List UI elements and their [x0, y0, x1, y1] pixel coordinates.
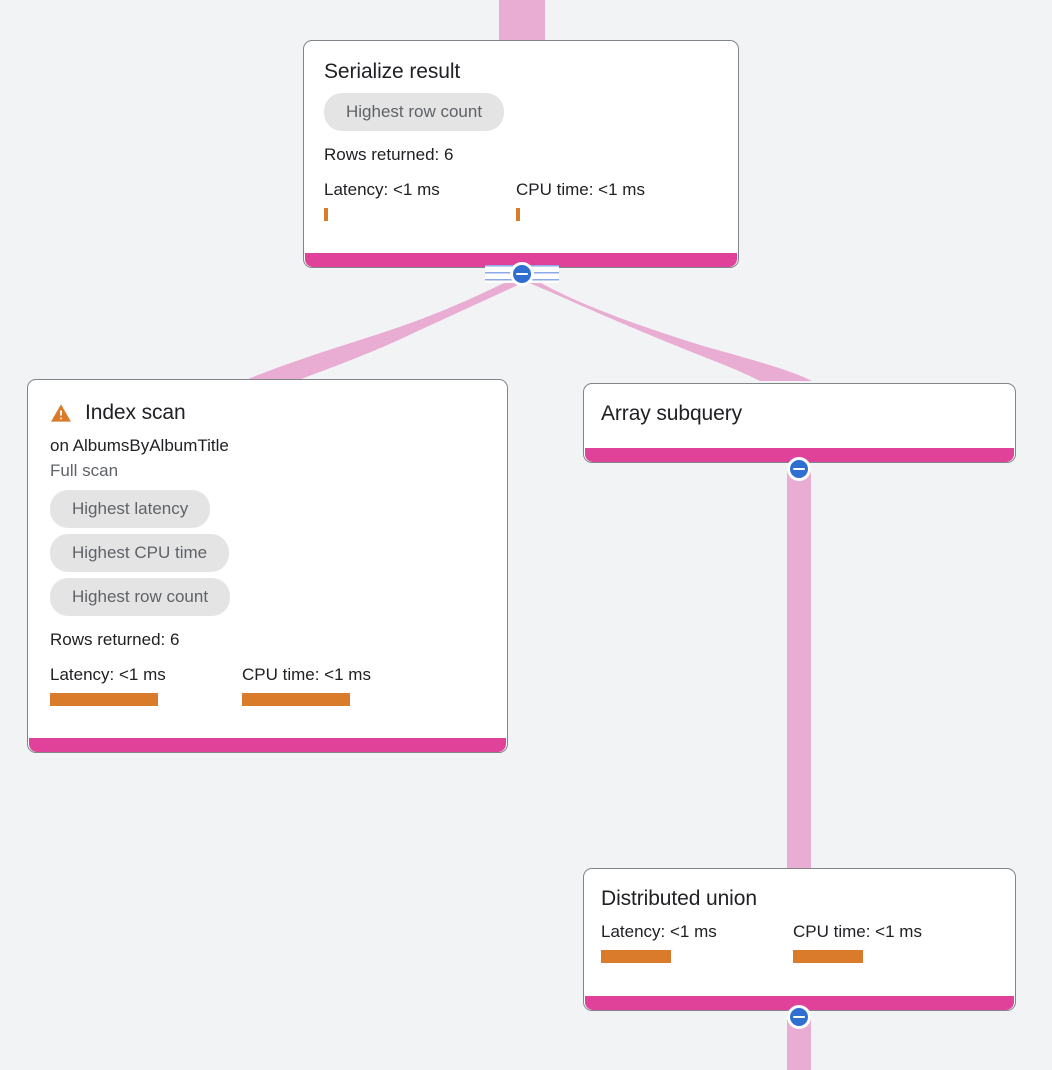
- node-distributed-union-title-row: Distributed union: [601, 886, 995, 912]
- metric-latency-bar: [601, 950, 671, 963]
- node-serialize-result-metrics: Latency: <1 ms CPU time: <1 ms: [324, 180, 718, 221]
- node-serialize-result-badges: Highest row count: [324, 93, 718, 137]
- metric-cpu-time-label: CPU time: <1 ms: [242, 665, 371, 684]
- index-scan-scan-type: Full scan: [50, 461, 119, 480]
- node-serialize-result-title-row: Serialize result: [324, 59, 718, 85]
- metric-latency-label: Latency: <1 ms: [50, 665, 166, 684]
- metric-latency-label: Latency: <1 ms: [324, 180, 440, 199]
- node-array-subquery-body: Array subquery: [584, 384, 1015, 427]
- rows-returned-label: Rows returned: 6: [324, 145, 454, 164]
- node-index-scan-title-row: Index scan: [50, 400, 487, 426]
- collapse-rail-right: [529, 265, 559, 283]
- metric-cpu-time-bar: [793, 950, 863, 963]
- collapse-button-array-subquery[interactable]: [787, 457, 811, 481]
- metric-cpu-time-bar: [242, 693, 350, 706]
- metric-cpu-time-bar: [516, 208, 520, 221]
- node-title: Index scan: [85, 401, 186, 424]
- edge-incoming-top: [499, 0, 545, 42]
- node-index-scan-footer: [29, 738, 506, 752]
- collapse-button-distributed-union[interactable]: [787, 1005, 811, 1029]
- metric-cpu-time: CPU time: <1 ms: [242, 665, 371, 706]
- node-array-subquery-footer: [585, 448, 1014, 462]
- node-serialize-result-footer: [305, 253, 737, 267]
- metric-cpu-time: CPU time: <1 ms: [793, 922, 922, 963]
- node-distributed-union-body: Distributed union Latency: <1 ms CPU tim…: [584, 869, 1015, 963]
- warning-triangle-icon: [51, 404, 71, 422]
- node-array-subquery-title-row: Array subquery: [601, 401, 995, 427]
- node-index-scan-body: Index scan on AlbumsByAlbumTitle Full sc…: [28, 380, 507, 720]
- metric-cpu-time: CPU time: <1 ms: [516, 180, 645, 221]
- badge-highest-cpu-time: Highest CPU time: [50, 534, 230, 572]
- edge-serialize-to-index-scan: [243, 277, 527, 381]
- node-title: Array subquery: [601, 402, 742, 425]
- edge-serialize-to-array-subquery: [524, 277, 812, 381]
- metric-latency-label: Latency: <1 ms: [601, 922, 717, 941]
- badge-highest-row-count: Highest row count: [50, 578, 231, 616]
- badge-highest-latency: Highest latency: [50, 490, 211, 528]
- node-index-scan-badges: Highest latency Highest CPU time Highest…: [50, 490, 487, 622]
- node-array-subquery[interactable]: Array subquery: [583, 383, 1016, 463]
- metric-cpu-time-label: CPU time: <1 ms: [793, 922, 922, 941]
- metric-latency: Latency: <1 ms: [601, 922, 793, 963]
- rows-returned-label: Rows returned: 6: [50, 630, 180, 649]
- node-serialize-result[interactable]: Serialize result Highest row count Rows …: [303, 40, 739, 268]
- metric-latency-bar: [50, 693, 158, 706]
- collapse-rail-left: [485, 265, 515, 283]
- node-serialize-result-body: Serialize result Highest row count Rows …: [304, 41, 738, 235]
- metric-latency-bar: [324, 208, 328, 221]
- index-scan-target: on AlbumsByAlbumTitle: [50, 436, 229, 455]
- node-title: Serialize result: [324, 60, 461, 83]
- node-distributed-union-footer: [585, 996, 1014, 1010]
- node-index-scan-metrics: Latency: <1 ms CPU time: <1 ms: [50, 665, 487, 706]
- edge-array-subquery-to-distributed-union: [787, 466, 811, 870]
- metric-latency: Latency: <1 ms: [50, 665, 242, 706]
- node-index-scan[interactable]: Index scan on AlbumsByAlbumTitle Full sc…: [27, 379, 508, 753]
- node-distributed-union-metrics: Latency: <1 ms CPU time: <1 ms: [601, 922, 995, 963]
- metric-latency: Latency: <1 ms: [324, 180, 516, 221]
- metric-cpu-time-label: CPU time: <1 ms: [516, 180, 645, 199]
- collapse-button-serialize-result[interactable]: [510, 262, 534, 286]
- node-title: Distributed union: [601, 887, 757, 910]
- node-distributed-union[interactable]: Distributed union Latency: <1 ms CPU tim…: [583, 868, 1016, 1011]
- badge-highest-row-count: Highest row count: [324, 93, 505, 131]
